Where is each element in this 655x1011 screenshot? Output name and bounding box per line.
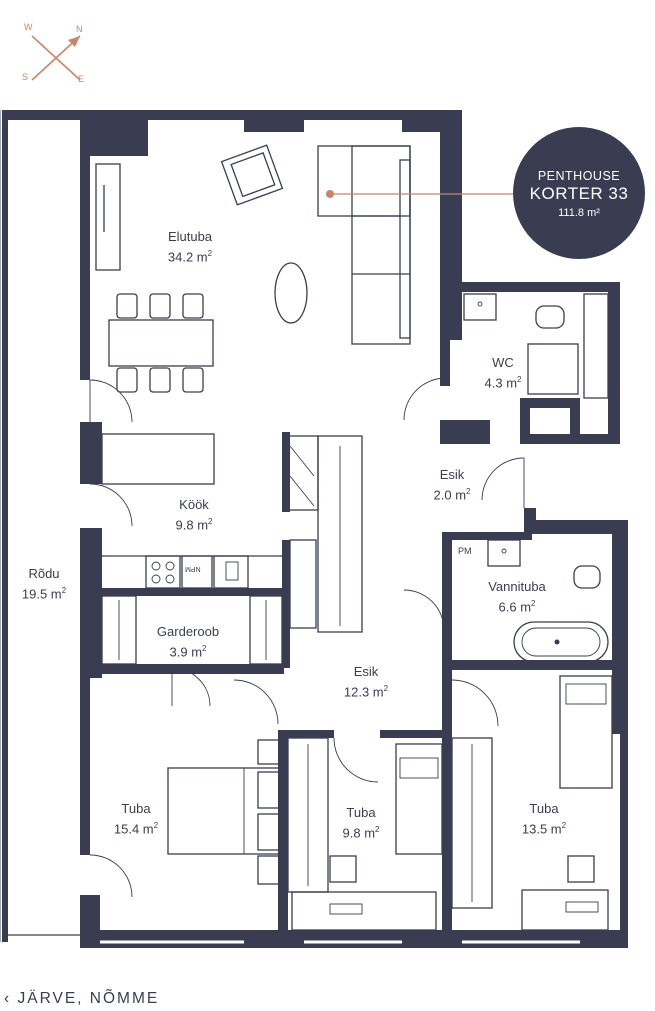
room-area: 9.8 m2 <box>175 517 213 533</box>
room-area: 4.3 m2 <box>484 375 522 391</box>
esik-small <box>481 457 525 508</box>
room-tuba-2: Tuba 9.8 m2 <box>343 804 380 841</box>
room-wc: WC 4.3 m2 <box>485 354 522 391</box>
living-furniture <box>89 144 516 423</box>
compass-icon <box>31 35 81 81</box>
room-esik-small: Esik 2.0 m2 <box>434 466 471 503</box>
kitchen-furniture <box>89 433 363 633</box>
room-name: Tuba <box>346 805 376 820</box>
room-kook: Köök 9.8 m2 <box>176 496 213 533</box>
room-tuba-1: Tuba 15.4 m2 <box>114 800 158 837</box>
room-name: Esik <box>439 467 465 482</box>
compass-n-label: N <box>76 24 83 34</box>
badge-area-value: 111.8 <box>558 207 584 219</box>
badge-line1: PENTHOUSE <box>537 169 621 183</box>
balcony <box>0 110 80 942</box>
room-area: 12.3 m2 <box>343 684 389 700</box>
room-elutuba: Elutuba 34.2 m2 <box>168 228 212 265</box>
bedroom1-furniture <box>89 739 281 898</box>
location-link[interactable]: ‹ JÄRVE, NÕMME <box>4 990 159 1008</box>
room-area: 15.4 m2 <box>113 821 159 837</box>
room-area: 34.2 m2 <box>167 249 213 265</box>
room-name: Garderoob <box>156 624 220 639</box>
room-name: Elutuba <box>167 229 213 244</box>
room-area: 19.5 m2 <box>21 586 67 602</box>
room-area: 3.9 m2 <box>169 644 207 660</box>
room-area: 6.6 m2 <box>498 599 536 615</box>
apartment-badge: PENTHOUSE KORTER 33 111.8 m² <box>513 127 645 259</box>
room-area: 13.5 m2 <box>521 821 567 837</box>
room-esik-main: Esik 12.3 m2 <box>344 663 388 700</box>
compass-w-label: W <box>24 22 33 32</box>
dishwasher-label: NPM <box>185 565 201 572</box>
walls <box>2 110 628 948</box>
bedroom3-furniture <box>451 675 613 931</box>
room-name: Vannituba <box>488 579 546 594</box>
room-name: Esik <box>353 664 379 679</box>
room-name: Tuba <box>121 801 151 816</box>
room-area: 9.8 m2 <box>342 825 380 841</box>
badge-line2: KORTER 33 <box>529 184 629 203</box>
room-name: Tuba <box>529 801 559 816</box>
room-area: 2.0 m2 <box>433 487 471 503</box>
room-tuba-3: Tuba 13.5 m2 <box>522 800 566 837</box>
room-name: Köök <box>179 497 209 512</box>
room-name: Rõdu <box>28 566 60 581</box>
bath-fixtures <box>403 539 609 663</box>
back-arrow-icon: ‹ <box>4 990 12 1007</box>
badge-area-unit: m² <box>587 207 600 219</box>
garderoob-furniture <box>101 595 283 725</box>
room-vannituba: Vannituba 6.6 m2 <box>488 578 546 615</box>
compass-e-label: E <box>78 74 85 84</box>
washer-label: PM <box>458 546 472 556</box>
badge-area: 111.8 m² <box>513 207 645 219</box>
wc-fixtures <box>403 293 609 421</box>
room-name: WC <box>492 355 514 370</box>
compass-s-label: S <box>22 72 29 82</box>
room-garderoob: Garderoob 3.9 m2 <box>157 623 219 660</box>
room-rodu: Rõdu 19.5 m2 <box>22 565 66 602</box>
bedroom2-furniture <box>287 737 443 931</box>
location-text: JÄRVE, NÕMME <box>17 990 160 1007</box>
